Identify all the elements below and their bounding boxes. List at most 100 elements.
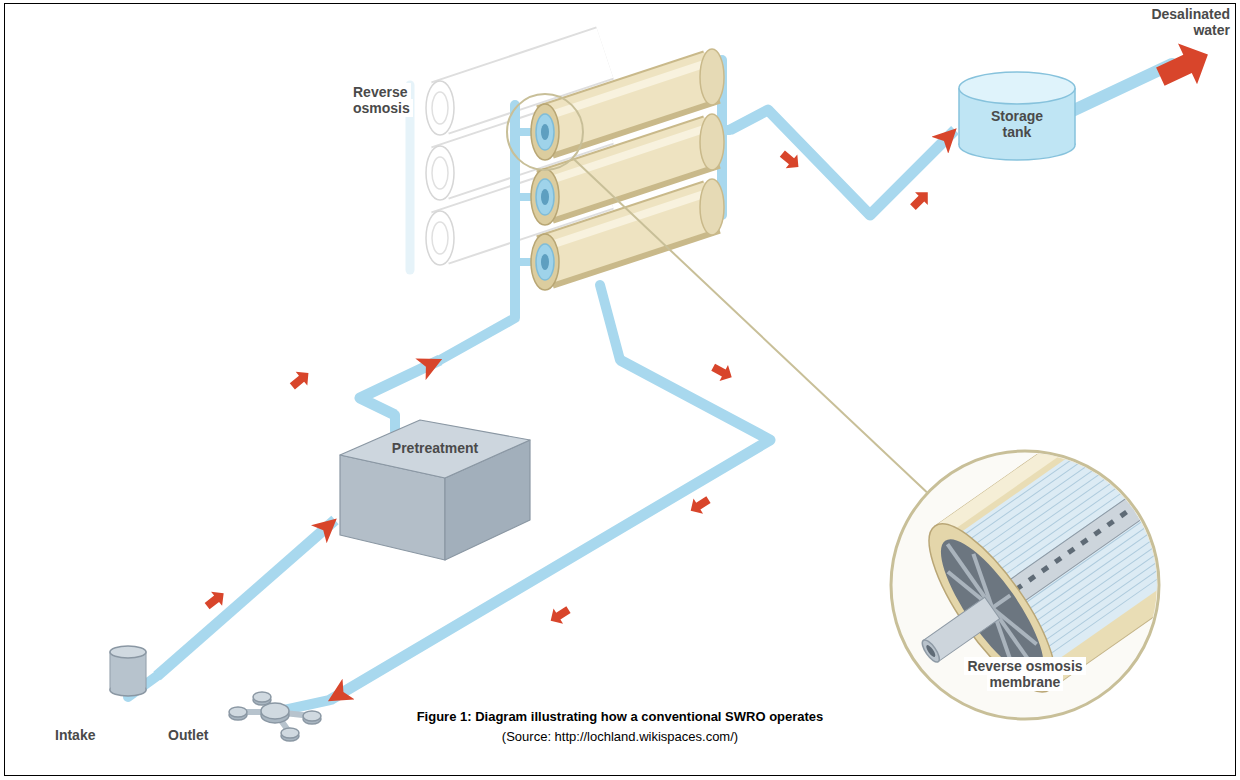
node-label: Outlet bbox=[168, 727, 228, 743]
callout-ring bbox=[891, 451, 1159, 719]
flow-arrow bbox=[709, 359, 736, 385]
tube-hole bbox=[1185, 464, 1194, 472]
storage-tank: Storage tank bbox=[955, 68, 1080, 165]
leaf-line bbox=[973, 402, 1178, 545]
label-patch: Reverse osmosis bbox=[350, 83, 413, 117]
tank-side bbox=[958, 88, 960, 145]
vessel-port bbox=[536, 244, 554, 280]
node-art-group bbox=[229, 692, 330, 741]
tube-hole bbox=[1198, 455, 1207, 463]
node-art bbox=[335, 415, 535, 565]
leaf-line bbox=[969, 397, 1174, 540]
node-label: Reverse osmosis bbox=[350, 84, 442, 116]
vessel-port-core bbox=[541, 254, 549, 270]
source-line: (Source: http://lochland.wikispaces.com/… bbox=[0, 730, 1240, 745]
leaf-line bbox=[985, 419, 1190, 562]
output-label: Desalinated water bbox=[1130, 6, 1230, 38]
diffuser-nozzle bbox=[229, 707, 247, 717]
vessel-highlight bbox=[548, 192, 710, 246]
ghost-tube-end bbox=[426, 81, 454, 135]
diffuser-nozzle bbox=[253, 692, 271, 702]
node-art-group bbox=[110, 646, 157, 697]
leaf-line bbox=[997, 437, 1202, 580]
tube-hole bbox=[1106, 519, 1115, 527]
vessel-highlight bbox=[548, 127, 710, 181]
leaf-line bbox=[1045, 506, 1240, 649]
ghost-tube-end bbox=[426, 146, 454, 200]
water-pipe bbox=[360, 360, 440, 415]
pipe bbox=[600, 285, 620, 360]
pipe bbox=[440, 105, 515, 360]
flow-arrow bbox=[202, 586, 230, 613]
flow-arrow bbox=[777, 147, 805, 174]
vessel-end bbox=[700, 114, 724, 170]
membrane-cutaway bbox=[869, 371, 1240, 736]
node-label: Intake bbox=[55, 727, 115, 743]
leaf-line bbox=[977, 408, 1182, 551]
water-pipe bbox=[330, 360, 770, 700]
vessel-face bbox=[531, 104, 559, 160]
tube-hole bbox=[1080, 538, 1089, 546]
pretreatment-box: Pretreatment bbox=[335, 415, 535, 565]
leaf-line bbox=[1041, 500, 1240, 643]
ghost-tube-end bbox=[426, 211, 454, 265]
vessel-port bbox=[536, 114, 554, 150]
flow-arrow bbox=[686, 492, 713, 518]
tube-hole bbox=[1093, 528, 1102, 536]
node-label: Reverse osmosis membrane bbox=[950, 658, 1100, 690]
leaf-line bbox=[1017, 465, 1222, 608]
diffuser-nozzle bbox=[303, 711, 321, 721]
tube-hole bbox=[1028, 574, 1037, 582]
tube-end bbox=[919, 637, 942, 664]
flow-arrow bbox=[907, 186, 935, 214]
flow-arrow bbox=[546, 602, 573, 628]
vessel-port-core bbox=[541, 189, 549, 205]
ghost-tube-end bbox=[432, 92, 448, 124]
vessel-end bbox=[700, 49, 724, 105]
ghost-tube-end bbox=[432, 222, 448, 254]
tube-hole bbox=[1054, 556, 1063, 564]
vessel-face bbox=[531, 169, 559, 225]
tube-hole bbox=[1159, 482, 1168, 490]
node-art-group bbox=[340, 415, 530, 560]
tank-side bbox=[1074, 88, 1076, 145]
diffuser-nozzle bbox=[281, 728, 299, 738]
callout-ring bbox=[507, 94, 583, 170]
label-patch: Reverse osmosis membrane bbox=[964, 657, 1085, 691]
vessel-highlight bbox=[548, 62, 710, 116]
node-label: Storage tank bbox=[977, 108, 1057, 140]
vessel-face bbox=[531, 234, 559, 290]
reverse-osmosis-unit: Reverse osmosis bbox=[300, 40, 730, 360]
intake-top bbox=[110, 646, 146, 658]
node-art-group bbox=[959, 72, 1075, 160]
tube-bore bbox=[925, 644, 937, 658]
figure-frame bbox=[5, 4, 1236, 776]
water-pipe bbox=[157, 520, 335, 676]
figure-caption: Figure 1: Diagram illustrating how a con… bbox=[0, 710, 1240, 725]
membrane-vessel bbox=[545, 205, 712, 260]
wheel-spoke bbox=[992, 595, 1010, 608]
tube-hole bbox=[1067, 547, 1076, 555]
intake-structure: Intake bbox=[52, 640, 157, 750]
tube-hole bbox=[1041, 565, 1050, 573]
diffuser-hub bbox=[261, 703, 289, 719]
ghost-tube-end bbox=[432, 157, 448, 189]
tube-hole bbox=[1146, 492, 1155, 500]
membrane-callout: Reverse osmosis membrane bbox=[890, 450, 1160, 720]
tube-hole bbox=[1172, 473, 1181, 481]
pipe bbox=[390, 415, 400, 431]
node-art-group bbox=[869, 371, 1240, 736]
node-label: Pretreatment bbox=[380, 440, 490, 456]
vessel-end bbox=[700, 179, 724, 235]
pipe bbox=[1070, 64, 1172, 112]
tank-top bbox=[959, 72, 1075, 104]
outlet-diffuser: Outlet bbox=[165, 688, 330, 750]
box-top bbox=[340, 420, 530, 478]
water-pipe bbox=[730, 110, 955, 215]
node-art-group bbox=[410, 49, 730, 360]
vessel-port bbox=[536, 179, 554, 215]
vessel-port-core bbox=[541, 124, 549, 140]
flow-arrow bbox=[287, 366, 315, 393]
tube-hole bbox=[1119, 510, 1128, 518]
